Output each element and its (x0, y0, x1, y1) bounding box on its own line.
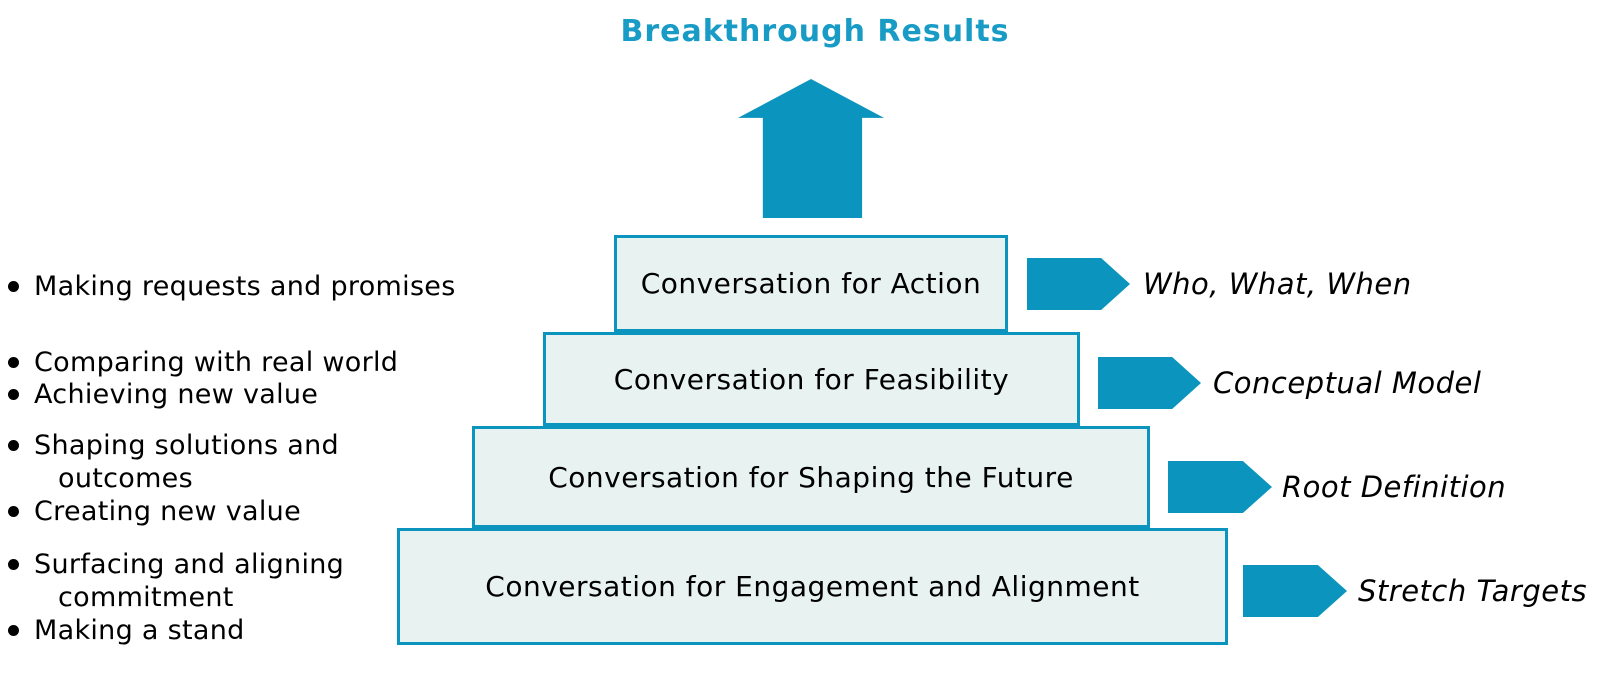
bullet-icon (8, 559, 19, 570)
bullet-icon (8, 506, 19, 517)
bullet-item: Creating new value (8, 495, 301, 528)
bullet-text: Shaping solutions and outcomes (34, 429, 339, 495)
bullet-line: Creating new value (34, 496, 301, 527)
bullet-line: Comparing with real world (34, 347, 399, 378)
bullet-line-continued: commitment (58, 582, 234, 613)
bullet-item: Comparing with real world (8, 346, 398, 379)
bullet-icon (8, 281, 19, 292)
bullet-line: Achieving new value (34, 379, 319, 410)
bullet-line-continued: outcomes (58, 463, 193, 494)
bullet-item: Surfacing and aligning commitment (8, 548, 344, 614)
pyramid-level-feasibility-label: Conversation for Feasibility (613, 362, 1010, 396)
pyramid-level-engagement-alignment-label: Conversation for Engagement and Alignmen… (485, 570, 1140, 603)
bullet-text: Making requests and promises (34, 270, 456, 303)
pyramid-level-shaping-future: Conversation for Shaping the Future (472, 426, 1150, 528)
up-arrow-icon (738, 79, 884, 218)
bullet-text: Comparing with real world (34, 346, 398, 379)
bullet-text: Achieving new value (34, 378, 318, 411)
right-arrow-icon (1098, 357, 1201, 409)
bullet-item: Making a stand (8, 614, 245, 647)
pyramid-level-action: Conversation for Action (614, 235, 1008, 332)
output-label-root-definition: Root Definition (1282, 470, 1507, 504)
bullet-line: Making requests and promises (34, 271, 456, 302)
bullet-item: Shaping solutions and outcomes (8, 429, 339, 495)
bullet-icon (8, 357, 19, 368)
pyramid-level-engagement-alignment: Conversation for Engagement and Alignmen… (397, 528, 1228, 645)
output-label-conceptual-model: Conceptual Model (1213, 366, 1482, 400)
bullet-item: Achieving new value (8, 378, 318, 411)
pyramid-level-feasibility: Conversation for Feasibility (543, 332, 1080, 426)
bullet-icon (8, 389, 19, 400)
bullet-item: Making requests and promises (8, 270, 456, 303)
right-arrow-icon (1168, 461, 1272, 513)
bullet-list: Making requests and promises Comparing w… (8, 0, 528, 684)
right-arrow-icon (1243, 565, 1347, 617)
bullet-text: Surfacing and aligning commitment (34, 548, 344, 614)
bullet-line: Surfacing and aligning (34, 549, 345, 580)
pyramid-level-action-label: Conversation for Action (640, 267, 982, 300)
bullet-line: Shaping solutions and (34, 430, 339, 461)
bullet-text: Making a stand (34, 614, 245, 647)
bullet-icon (8, 440, 19, 451)
diagram-title: Breakthrough Results (620, 14, 1010, 49)
bullet-icon (8, 625, 19, 636)
bullet-line: Making a stand (34, 615, 245, 646)
output-label-who-what-when: Who, What, When (1143, 267, 1412, 301)
bullet-text: Creating new value (34, 495, 301, 528)
output-label-stretch-targets: Stretch Targets (1358, 574, 1588, 608)
pyramid-level-shaping-future-label: Conversation for Shaping the Future (548, 460, 1074, 494)
right-arrow-icon (1027, 258, 1130, 310)
